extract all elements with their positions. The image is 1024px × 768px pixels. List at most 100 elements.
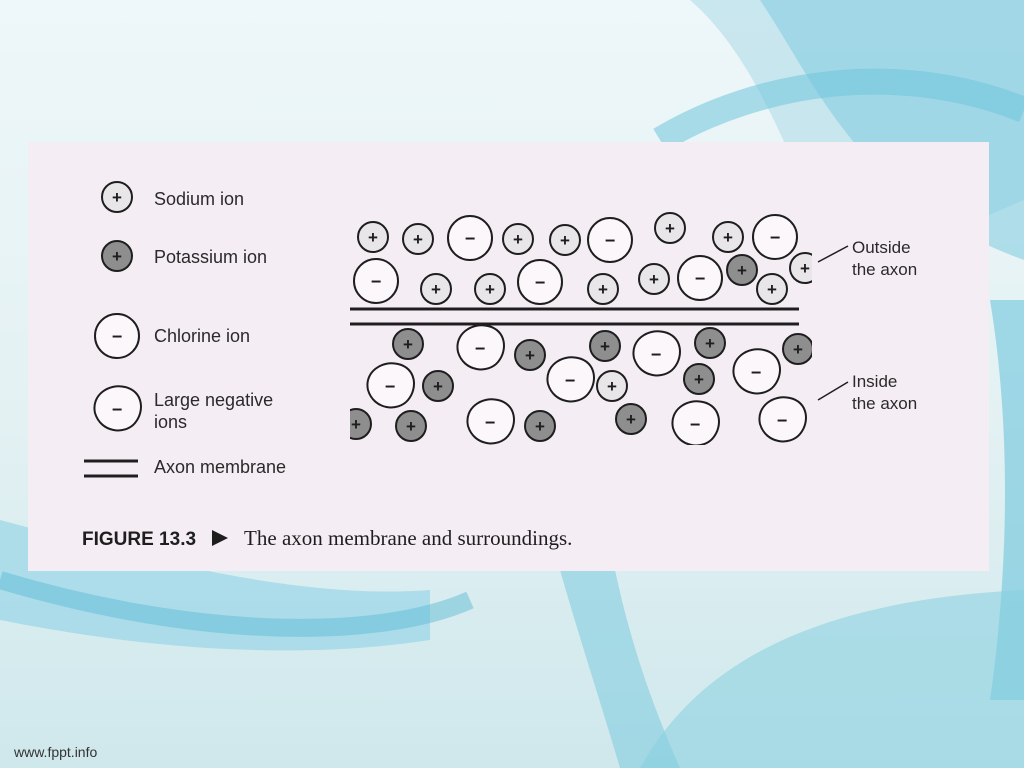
potassium-ion-icon: + [101,240,133,272]
inside-ion: − [466,398,515,445]
figure-caption: FIGURE 13.3 The axon membrane and surrou… [82,526,572,556]
ion-charge-sign: − [695,268,706,288]
outside-ion: − [587,217,633,263]
inside-ion: − [456,324,505,371]
axon-membrane-icon [84,459,138,478]
ion-charge-sign: + [705,334,715,353]
ion-charge-sign: + [433,377,443,396]
ion-charge-sign: + [649,270,659,289]
ion-charge-sign: + [626,410,636,429]
chlorine-ion-icon: − [94,313,140,359]
ion-charge-sign: + [112,188,122,207]
outside-ion: + [789,252,812,284]
inside-ion: − [366,362,415,409]
outside-leader-line [817,245,849,263]
outside-ion: + [587,273,619,305]
inside-ion: + [392,328,424,360]
ion-charge-sign: − [535,272,546,292]
outside-ion: + [654,212,686,244]
caption-arrow-icon [212,530,229,546]
inside-ion: + [395,410,427,442]
ion-charge-sign: − [651,344,662,364]
ion-charge-sign: − [565,370,576,390]
ion-charge-sign: + [793,340,803,359]
inside-ion: + [514,339,546,371]
membrane-layer [350,307,799,326]
ion-charge-sign: − [777,410,788,430]
outside-ion: + [474,273,506,305]
ion-charge-sign: + [598,280,608,299]
ion-charge-sign: − [770,227,781,247]
inside-ion: + [782,333,812,365]
inside-leader-line [817,381,849,401]
ion-charge-sign: − [475,338,486,358]
sodium-ion-icon: + [101,181,133,213]
ion-charge-sign: − [371,271,382,291]
outside-ion: + [549,224,581,256]
inside-ion: + [683,363,715,395]
ion-charge-sign: + [607,377,617,396]
figure-panel: ++−− ++−++−++−+−++−++−+++−++−++−+−++−++−… [28,142,989,571]
inside-ion: − [732,348,781,395]
ion-charge-sign: − [605,230,616,250]
ion-charge-sign: + [403,335,413,354]
outside-ion: − [353,258,399,304]
outside-ion: + [712,221,744,253]
ion-charge-sign: + [513,230,523,249]
inside-ion: − [632,330,681,377]
leader-lines [817,245,849,401]
ion-charge-sign: + [406,417,416,436]
footer-url: www.fppt.info [14,744,98,760]
ion-charge-sign: − [751,362,762,382]
ion-charge-sign: − [465,228,476,248]
ion-charge-sign: + [694,370,704,389]
ion-charge-sign: + [535,417,545,436]
ion-charge-sign: + [525,346,535,365]
ion-charge-sign: + [737,261,747,280]
legend-label-large-negative: Large negative ions [154,390,274,432]
outside-ion: + [420,273,452,305]
inside-ion: + [615,403,647,435]
ion-charge-sign: + [431,280,441,299]
inside-axon-label: Inside the axon [852,372,918,413]
outside-ion: + [726,254,758,286]
ion-charge-sign: + [368,228,378,247]
inside-ion: − [758,396,807,443]
inside-ion: + [524,410,556,442]
outside-ion: − [447,215,493,261]
legend-label-chlorine: Chlorine ion [154,326,251,346]
legend-icons: + + − − [84,181,142,478]
outside-ion: + [502,223,534,255]
inside-ion: + [589,330,621,362]
ion-charge-sign: + [351,415,361,434]
ion-charge-sign: + [767,280,777,299]
ion-charge-sign: + [665,219,675,238]
caption-text: The axon membrane and surroundings. [244,526,573,550]
outside-ion: + [402,223,434,255]
inside-ion: − [546,356,595,403]
ion-charge-sign: + [600,337,610,356]
ion-charge-sign: − [485,412,496,432]
ion-charge-sign: + [112,247,122,266]
ion-field: ++−++−++−+−++−++−+++−++−++−+−++−++−++−− [350,212,812,445]
inside-ion: + [596,370,628,402]
inside-ion: + [422,370,454,402]
legend-label-membrane: Axon membrane [154,457,287,477]
figure-diagram: ++−− ++−++−++−+−++−++−+++−++−++−+−++−++−… [84,181,849,478]
inside-ion: − [671,400,720,445]
ion-charge-sign: − [385,376,396,396]
ion-charge-sign: + [413,230,423,249]
ion-charge-sign: + [723,228,733,247]
ion-charge-sign: − [690,414,701,434]
legend-label-potassium: Potassium ion [154,247,268,267]
ion-charge-sign: − [112,399,123,419]
ion-charge-sign: + [560,231,570,250]
large-negative-ion-icon: − [93,385,142,432]
legend-label-sodium: Sodium ion [154,189,245,209]
ion-charge-sign: − [112,326,123,346]
ion-charge-sign: + [485,280,495,299]
caption-label: FIGURE 13.3 [82,529,197,550]
inside-ion: + [350,408,372,440]
outside-ion: + [357,221,389,253]
outside-ion: − [517,259,563,305]
